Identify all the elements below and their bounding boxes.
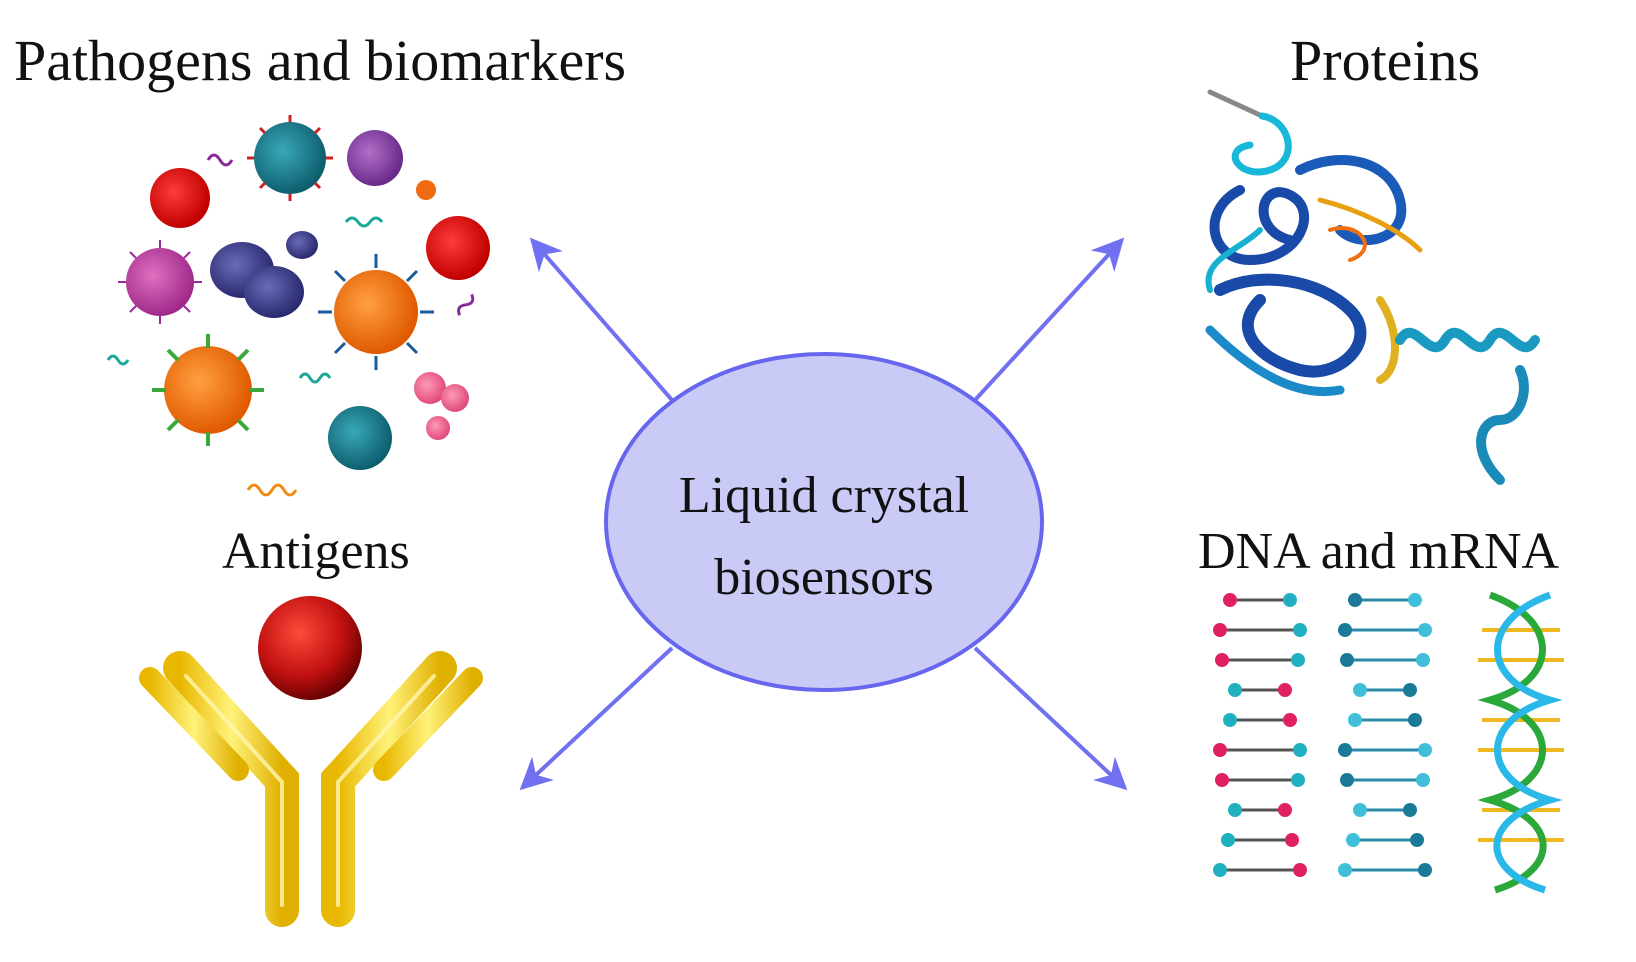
dna-illustration — [1213, 591, 1564, 894]
center-node: Liquid crystal biosensors — [604, 352, 1044, 692]
virus-green-spiky — [152, 334, 264, 446]
virus-red-left — [150, 168, 210, 228]
virus-small-orange — [416, 180, 436, 200]
label-antigens: Antigens — [222, 523, 410, 580]
virus-orange-blue — [318, 254, 434, 370]
center-ellipse — [604, 352, 1044, 692]
virus-purple — [347, 130, 403, 186]
cells-rose — [414, 372, 469, 440]
rna-fragments — [106, 153, 475, 497]
arrows — [519, 237, 1128, 791]
arrow-to-proteins — [973, 237, 1125, 402]
dna-helix-middle — [1338, 593, 1432, 877]
pathogens-illustration — [106, 115, 490, 497]
center-label-line2: biosensors — [714, 549, 934, 606]
label-pathogens: Pathogens and biomarkers — [14, 28, 626, 93]
dna-helix-left — [1213, 593, 1307, 877]
label-proteins: Proteins — [1290, 28, 1480, 93]
virus-teal-top — [247, 115, 333, 201]
dna-helix-right — [1477, 591, 1564, 894]
arrow-to-dna — [973, 646, 1128, 791]
center-label-line1: Liquid crystal — [679, 467, 969, 524]
antibody-illustration — [139, 596, 483, 927]
antigen-sphere — [258, 596, 362, 700]
blood-cells — [210, 231, 318, 318]
label-dna: DNA and mRNA — [1198, 523, 1560, 580]
arrow-to-pathogens — [529, 237, 674, 402]
virus-teal-bottom — [328, 406, 392, 470]
virus-pink-spiky — [118, 240, 202, 324]
protein-illustration — [1205, 89, 1540, 485]
arrow-to-antigens — [519, 646, 674, 791]
virus-red-right — [426, 216, 490, 280]
